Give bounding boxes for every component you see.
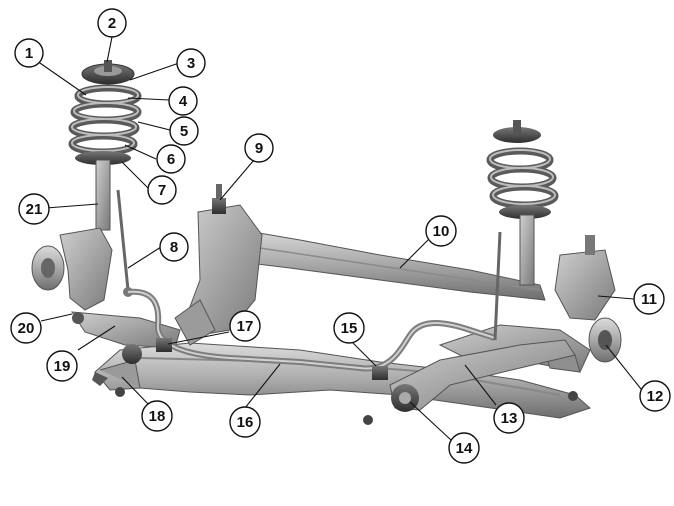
svg-text:2: 2 <box>108 15 116 32</box>
callout-3: 3 <box>176 48 206 78</box>
callout-6: 6 <box>156 144 186 174</box>
callout-20: 20 <box>10 312 42 344</box>
svg-text:13: 13 <box>501 410 518 427</box>
svg-text:16: 16 <box>237 414 254 431</box>
svg-text:14: 14 <box>456 440 473 457</box>
svg-text:6: 6 <box>167 151 175 168</box>
callout-4: 4 <box>168 86 198 116</box>
callout-9: 9 <box>244 133 274 163</box>
svg-text:17: 17 <box>237 318 254 335</box>
svg-text:10: 10 <box>433 223 450 240</box>
svg-text:8: 8 <box>170 239 178 256</box>
callout-18: 18 <box>141 400 173 432</box>
callout-8: 8 <box>159 232 189 262</box>
svg-text:12: 12 <box>647 388 664 405</box>
leader-lines <box>36 36 642 441</box>
svg-text:4: 4 <box>179 93 188 110</box>
left-strut <box>31 60 142 311</box>
callout-21: 21 <box>18 193 50 225</box>
svg-text:18: 18 <box>149 408 166 425</box>
right-strut <box>486 120 622 363</box>
callout-2: 2 <box>97 8 127 38</box>
right-lower-arm <box>389 339 576 412</box>
svg-text:11: 11 <box>641 291 657 308</box>
svg-text:3: 3 <box>187 55 195 72</box>
svg-text:1: 1 <box>25 45 33 62</box>
svg-text:20: 20 <box>18 320 35 337</box>
crossmember-beam <box>174 184 546 346</box>
callout-17: 17 <box>229 310 261 342</box>
callout-14: 14 <box>448 432 480 464</box>
svg-text:5: 5 <box>180 123 188 140</box>
callout-13: 13 <box>493 402 525 434</box>
svg-text:15: 15 <box>341 320 358 337</box>
callout-5: 5 <box>169 116 199 146</box>
callout-12: 12 <box>639 380 671 412</box>
callout-11: 11 <box>633 283 665 315</box>
svg-text:9: 9 <box>255 140 263 157</box>
callout-16: 16 <box>229 406 261 438</box>
callout-1: 1 <box>14 38 44 68</box>
callout-15: 15 <box>333 312 365 344</box>
svg-text:7: 7 <box>158 182 166 199</box>
svg-text:21: 21 <box>26 201 43 218</box>
callout-10: 10 <box>425 215 457 247</box>
callout-19: 19 <box>46 350 78 382</box>
svg-text:19: 19 <box>54 358 71 375</box>
stabilizer-bar <box>127 288 496 380</box>
callout-7: 7 <box>147 175 177 205</box>
